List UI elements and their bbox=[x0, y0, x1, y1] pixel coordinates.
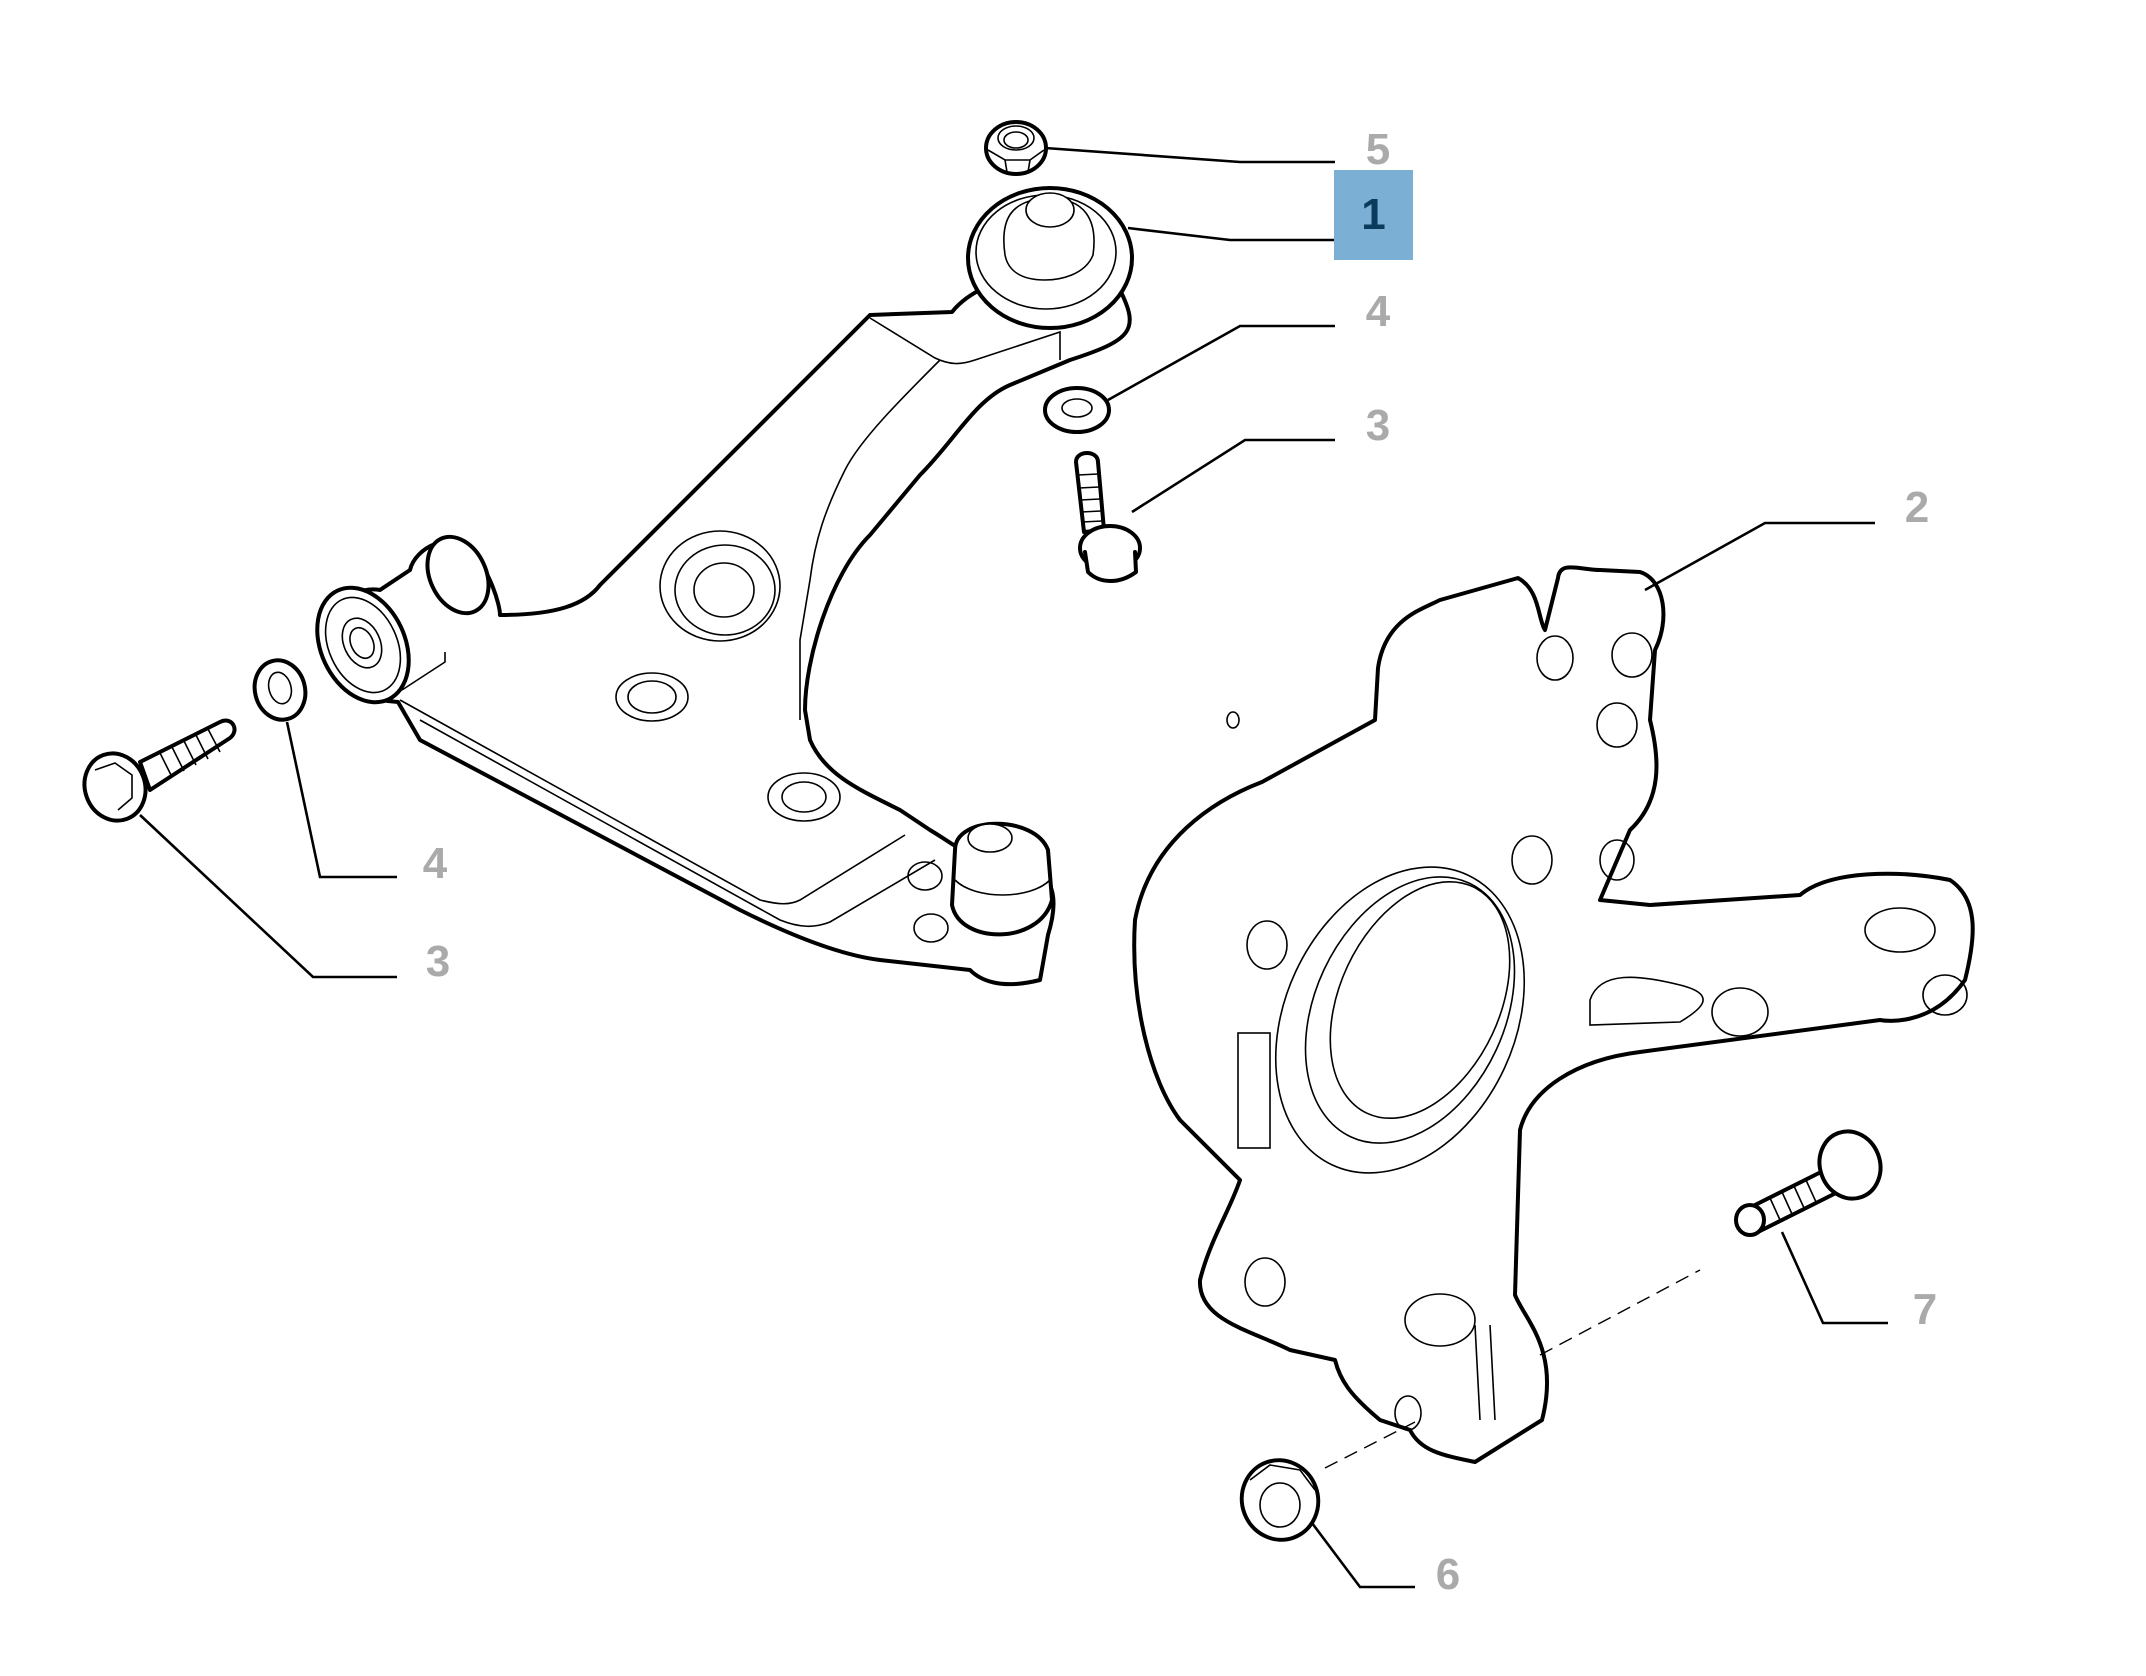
callout-3-left[interactable]: 3 bbox=[425, 937, 451, 986]
callout-4-left[interactable]: 4 bbox=[422, 839, 448, 888]
leader-lines bbox=[139, 146, 1888, 1589]
washer-left-drawing[interactable] bbox=[248, 655, 312, 726]
callout-2[interactable]: 2 bbox=[1904, 483, 1930, 532]
lock-nut-upper-drawing[interactable] bbox=[984, 120, 1048, 176]
callout-7[interactable]: 7 bbox=[1912, 1285, 1938, 1334]
bolt-axis-line bbox=[1539, 1269, 1701, 1356]
bolt-right-drawing[interactable] bbox=[1074, 451, 1142, 583]
callout-6[interactable]: 6 bbox=[1435, 1550, 1461, 1599]
callout-3-right[interactable]: 3 bbox=[1365, 401, 1391, 450]
bolt-left-drawing[interactable] bbox=[75, 718, 237, 830]
callout-1-label: 1 bbox=[1361, 190, 1386, 239]
washer-right-drawing[interactable] bbox=[1043, 386, 1111, 434]
steering-knuckle-drawing[interactable] bbox=[1132, 565, 1975, 1464]
pinch-bolt-drawing[interactable] bbox=[1734, 1123, 1890, 1237]
callout-5[interactable]: 5 bbox=[1365, 125, 1391, 174]
lock-nut-lower-drawing[interactable] bbox=[1231, 1449, 1330, 1550]
callout-1-highlighted[interactable]: 1 bbox=[1334, 170, 1413, 260]
control-arm-drawing[interactable] bbox=[300, 186, 1134, 987]
callout-4-right[interactable]: 4 bbox=[1365, 287, 1391, 336]
nut-axis-line bbox=[1324, 1421, 1416, 1469]
